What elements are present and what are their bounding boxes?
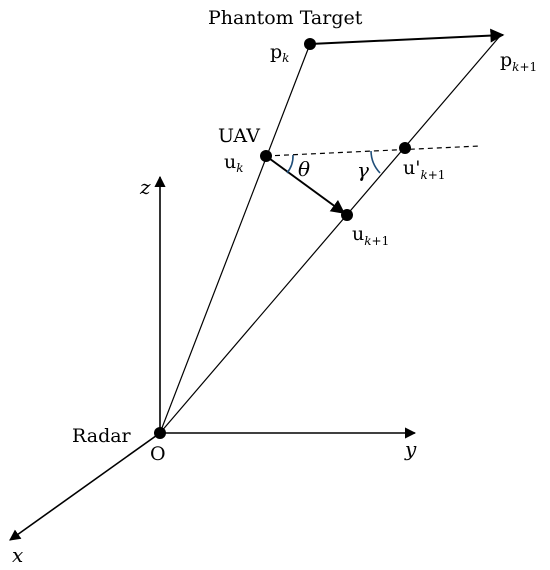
point-uk	[260, 150, 272, 162]
z-axis-label: z	[139, 175, 151, 199]
u-prime-sub-rest: +1	[428, 168, 446, 182]
radar-label: Radar	[72, 425, 132, 447]
phantom-target-label: Phantom Target	[208, 7, 363, 29]
angle-gamma-arc	[370, 150, 381, 174]
pk1-sub-rest: +1	[519, 60, 537, 74]
point-u-prime-k1	[399, 142, 411, 154]
dashed-reference-line	[265, 145, 481, 157]
pk1-label: pk+1	[500, 49, 537, 74]
u-prime-k1-label: u'k+1	[403, 157, 445, 182]
u-prime-sub-italic: k	[420, 168, 427, 182]
uk1-label: uk+1	[352, 223, 389, 248]
pk1-sub-italic: k	[512, 60, 519, 74]
uk1-sub-italic: k	[364, 234, 371, 248]
point-uk1	[341, 209, 353, 221]
phantom-target-vector	[309, 28, 505, 45]
theta-label: θ	[298, 157, 310, 181]
pk-sub: k	[282, 51, 289, 65]
angle-theta-arc	[286, 154, 294, 174]
uk-sub: k	[236, 161, 243, 175]
x-axis-label: x	[12, 543, 23, 567]
point-origin-radar	[154, 427, 166, 439]
origin-label: O	[150, 443, 166, 465]
pk1-base: p	[500, 49, 512, 71]
uk1-base: u	[352, 223, 364, 245]
pk-label: pk	[270, 41, 289, 65]
x-axis	[9, 432, 161, 541]
pk-base: p	[270, 41, 282, 63]
uav-motion-vector	[265, 155, 346, 214]
uk1-sub-rest: +1	[372, 234, 390, 248]
line-of-sight-pk1	[159, 35, 501, 434]
gamma-label: γ	[357, 158, 369, 182]
y-axis-label: y	[404, 437, 417, 461]
point-pk	[304, 38, 316, 50]
uav-label: UAV	[218, 125, 260, 147]
uk-label: uk	[224, 151, 244, 175]
uk-base: u	[224, 151, 236, 173]
line-of-sight-pk	[159, 43, 311, 434]
u-prime-base: u'	[403, 157, 420, 179]
